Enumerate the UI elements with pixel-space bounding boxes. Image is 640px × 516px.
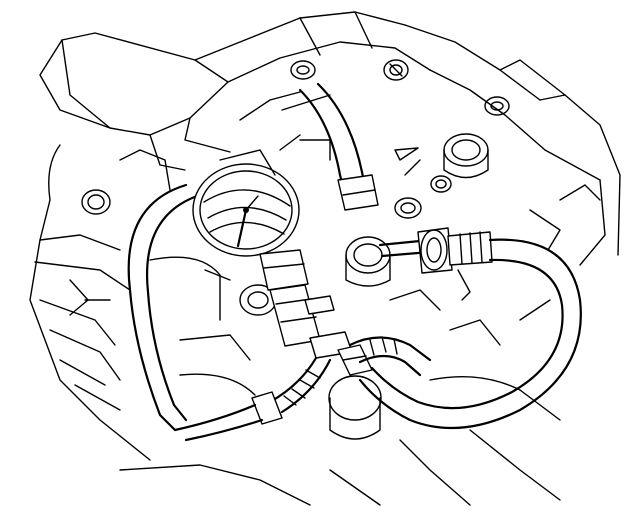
gauge-tee-fitting [269, 284, 373, 376]
braided-return-hose [348, 336, 432, 377]
pressure-hose-loop [358, 238, 582, 430]
braided-test-hose [173, 356, 332, 442]
cylinder-head-bolts [81, 59, 510, 316]
fuel-rail-adapter [378, 227, 493, 301]
fuel-supply-hose [127, 183, 202, 432]
pressure-gauge-icon [192, 163, 309, 291]
upper-fuel-hose [298, 82, 379, 211]
engine-detail-lines [204, 134, 551, 346]
engine-block-left [29, 144, 561, 506]
cylinder-head [39, 11, 621, 266]
